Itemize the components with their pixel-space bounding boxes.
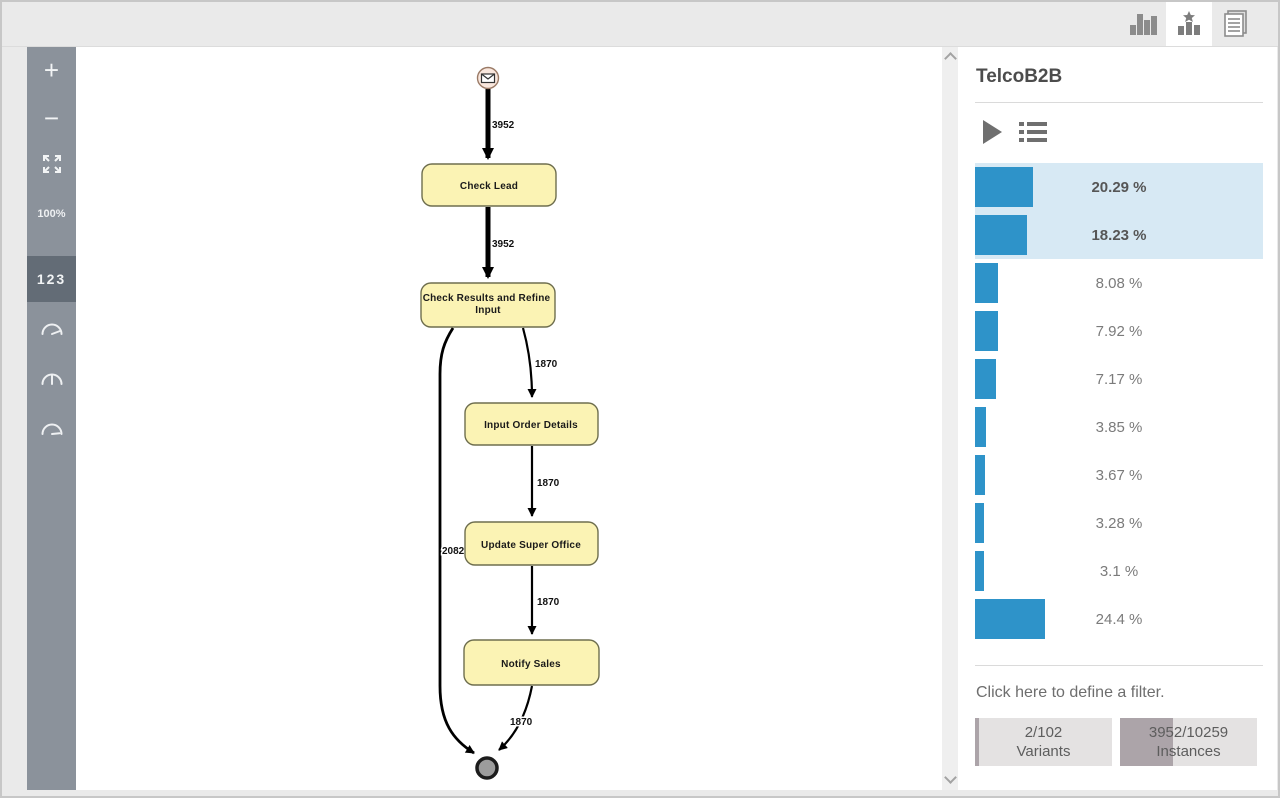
variants-counter[interactable]: 2/102 Variants [975, 718, 1112, 766]
gauge-median-icon[interactable] [27, 354, 76, 402]
view-tabs [1120, 0, 1258, 46]
variant-row-3[interactable]: 8.08 % [975, 259, 1263, 307]
variant-list-button[interactable] [1019, 121, 1047, 143]
variant-row-8[interactable]: 3.28 % [975, 499, 1263, 547]
gauge-max-icon[interactable] [27, 404, 76, 452]
variant-percentage-label: 20.29 % [1091, 178, 1147, 196]
zoom-out-button[interactable]: − [27, 94, 76, 142]
variant-frequency-bar [975, 455, 985, 495]
node-notify-sales[interactable]: Notify Sales [463, 639, 600, 686]
edge-count-label: 1870 [535, 359, 558, 370]
node-end-event[interactable] [475, 756, 499, 780]
variant-frequency-bar [975, 215, 1027, 255]
variant-row-10[interactable]: 24.4 % [975, 595, 1263, 643]
process-diagram-canvas[interactable]: 3952 3952 1870 2082 1870 1870 1870 Check… [76, 46, 942, 790]
gauge-min-icon[interactable] [27, 304, 76, 352]
variant-percentage-label: 8.08 % [1095, 274, 1143, 292]
variant-percentage-label: 7.17 % [1095, 370, 1143, 388]
variant-frequency-bar [975, 407, 986, 447]
diagram-toolbar: + − 100% 123 [27, 46, 76, 790]
document-icon [1220, 8, 1250, 38]
node-check-results-and-refine-input[interactable]: Check Results and Refine Input [420, 282, 556, 328]
instances-counter[interactable]: 3952/10259 Instances [1120, 718, 1257, 766]
instances-ratio-fill [1120, 718, 1173, 766]
tab-process-explorer[interactable] [1120, 0, 1166, 46]
variant-row-7[interactable]: 3.67 % [975, 451, 1263, 499]
instances-count: 3952/10259 [1148, 724, 1229, 741]
variant-percentage-label: 3.1 % [1099, 562, 1139, 580]
variant-frequency-bar [975, 599, 1045, 639]
task-label: Notify Sales [501, 659, 561, 670]
minus-icon: − [43, 103, 60, 133]
dataset-title: TelcoB2B [976, 66, 1063, 87]
variant-percentage-label: 3.67 % [1095, 466, 1143, 484]
variant-row-9[interactable]: 3.1 % [975, 547, 1263, 595]
top-bar [0, 0, 1280, 47]
stats-row: 2/102 Variants 3952/10259 Instances [975, 718, 1263, 766]
task-label: Input Order Details [484, 420, 578, 431]
node-check-lead[interactable]: Check Lead [421, 163, 557, 207]
variant-frequency-bar [975, 167, 1033, 207]
variant-percentage-label: 18.23 % [1091, 226, 1147, 244]
zoom-in-button[interactable]: + [27, 46, 76, 94]
node-start-event[interactable] [476, 66, 500, 90]
edge-count-label: 1870 [510, 717, 533, 728]
variant-row-4[interactable]: 7.92 % [975, 307, 1263, 355]
task-label: Check Results and Refine Input [423, 293, 554, 316]
edge-count-label: 3952 [492, 120, 515, 131]
variant-row-6[interactable]: 3.85 % [975, 403, 1263, 451]
variants-count: 2/102 [1024, 724, 1063, 741]
bar-chart-icon [1128, 9, 1158, 37]
variant-list: 20.29 % 18.23 % 8.08 % 7.92 % 7.17 % 3.85 % 3.… [975, 163, 1263, 643]
variant-frequency-bar [975, 263, 998, 303]
divider [975, 102, 1263, 103]
edge-count-label: 2082 [442, 546, 465, 557]
zoom-level-indicator: 100% [37, 208, 66, 220]
instances-label: Instances [1156, 743, 1221, 760]
define-filter-link[interactable]: Click here to define a filter. [976, 684, 1165, 701]
divider [975, 665, 1263, 666]
variant-explorer-panel: TelcoB2B 20.29 % 18.23 % 8.08 % 7.92 % 7.17 … [958, 46, 1277, 790]
variants-label: Variants [1016, 743, 1071, 760]
edge-check-results-to-input-order[interactable] [521, 327, 537, 398]
frequency-mode-button[interactable]: 123 [27, 256, 76, 302]
scroll-up-icon[interactable] [944, 52, 957, 65]
edge-count-label: 1870 [537, 597, 560, 608]
node-input-order-details[interactable]: Input Order Details [464, 402, 599, 446]
variant-row-5[interactable]: 7.17 % [975, 355, 1263, 403]
variant-row-2[interactable]: 18.23 % [975, 211, 1263, 259]
fit-to-screen-button[interactable] [27, 142, 76, 190]
expand-icon [42, 154, 62, 179]
node-update-super-office[interactable]: Update Super Office [464, 521, 599, 566]
variant-frequency-bar [975, 359, 996, 399]
variant-frequency-bar [975, 503, 984, 543]
variant-row-1[interactable]: 20.29 % [975, 163, 1263, 211]
variants-ratio-fill [975, 718, 979, 766]
edge-notify-sales-to-end[interactable] [498, 685, 534, 751]
variant-percentage-label: 7.92 % [1095, 322, 1143, 340]
edge-check-results-to-end[interactable] [438, 327, 475, 755]
variant-frequency-bar [975, 311, 998, 351]
envelope-icon [480, 73, 496, 84]
edge-count-label: 1870 [537, 478, 560, 489]
variant-frequency-bar [975, 551, 984, 591]
variant-percentage-label: 3.85 % [1095, 418, 1143, 436]
variant-percentage-label: 3.28 % [1095, 514, 1143, 532]
play-button[interactable] [981, 119, 1003, 145]
tab-variant-explorer[interactable] [1166, 0, 1212, 46]
task-label: Update Super Office [481, 540, 581, 551]
task-label: Check Lead [460, 181, 518, 192]
scroll-down-icon[interactable] [944, 771, 957, 784]
tab-case-log[interactable] [1212, 0, 1258, 46]
star-chart-icon [1175, 9, 1203, 37]
edge-count-label: 3952 [492, 239, 515, 250]
variant-percentage-label: 24.4 % [1095, 610, 1143, 628]
plus-icon: + [43, 55, 60, 85]
canvas-scrollbar[interactable] [942, 46, 958, 790]
